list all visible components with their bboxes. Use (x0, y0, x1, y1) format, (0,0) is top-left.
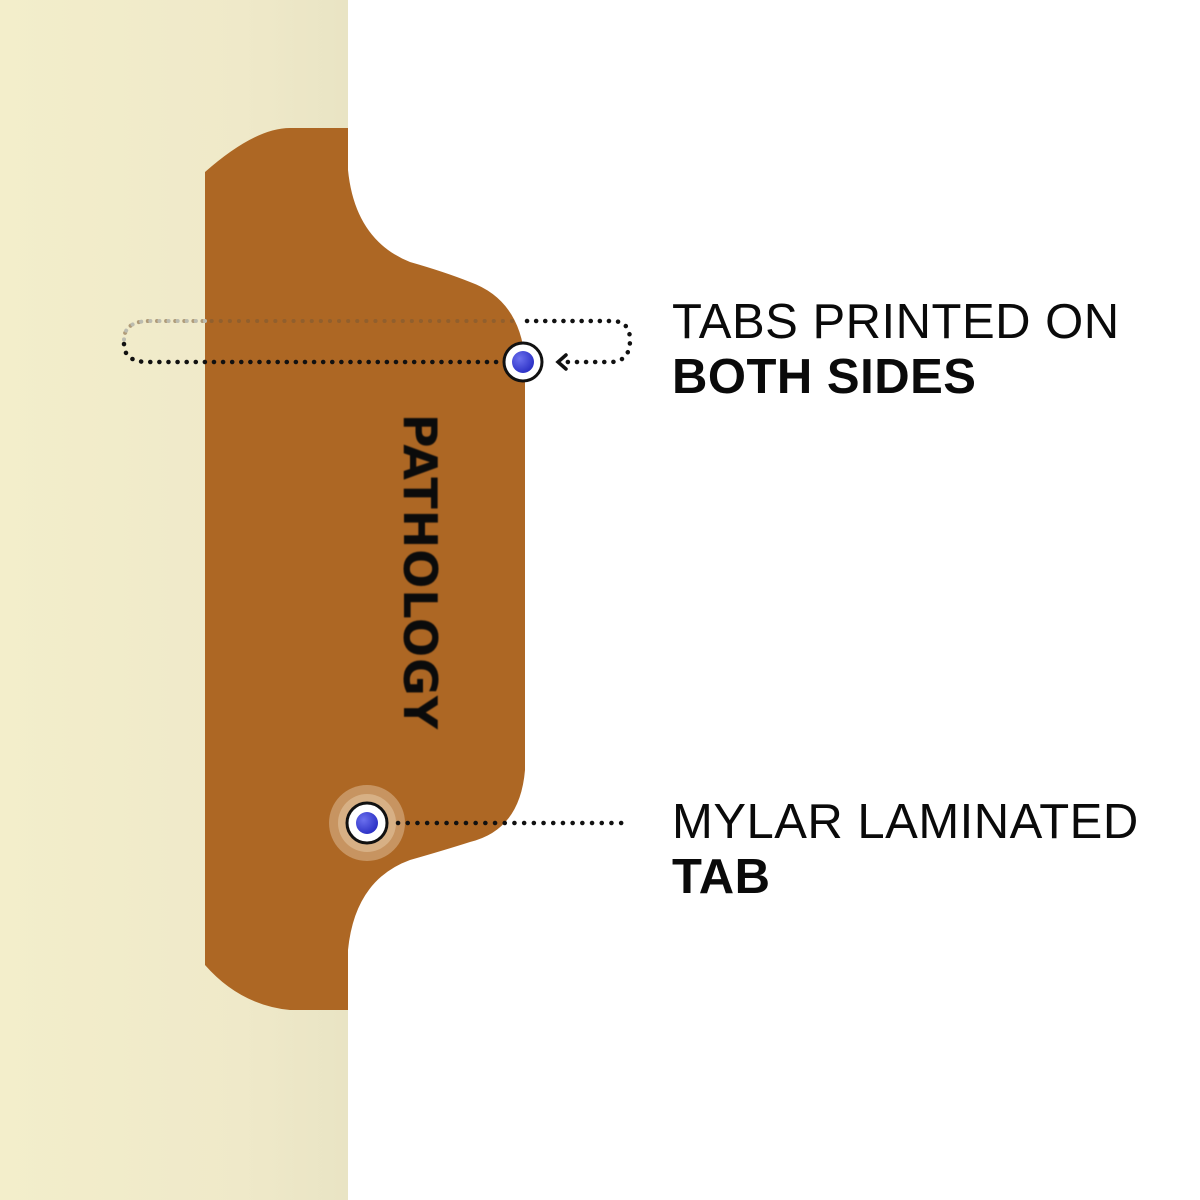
arrow-left-icon (555, 353, 568, 371)
callout-text-line2: BOTH SIDES (672, 349, 977, 404)
callout-text-line2: TAB (672, 849, 771, 904)
callout-printed-both-sides: TABS PRINTED ON BOTH SIDES (672, 295, 1120, 405)
rotation-loop-right (524, 318, 633, 365)
laminated-marker-icon (329, 785, 405, 861)
tab-label-pathology: PATHOLOGY (393, 413, 447, 731)
callout-text-line1: TABS PRINTED ON (672, 295, 1120, 349)
double-sided-marker-icon (502, 341, 544, 383)
pathology-tab-shape (205, 128, 525, 1010)
rotation-loop-faded-left (122, 319, 207, 342)
callout-mylar-laminated: MYLAR LAMINATED TAB (672, 795, 1139, 905)
rotation-loop-front (121, 341, 508, 365)
callout-text-line1: MYLAR LAMINATED (672, 795, 1139, 849)
